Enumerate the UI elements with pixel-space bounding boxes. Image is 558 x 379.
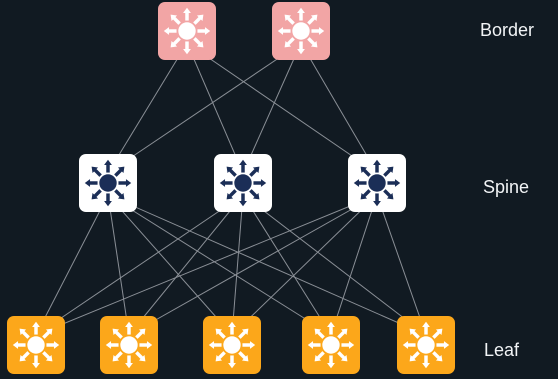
link-spine-3-leaf-2 (128, 194, 378, 336)
link-border-2-spine-3 (300, 42, 378, 174)
link-spine-3-leaf-1 (35, 194, 378, 336)
spine-switch-1-icon (79, 154, 137, 212)
link-spine-3-leaf-4 (330, 194, 378, 336)
tier-label-leaf: Leaf (484, 340, 520, 360)
border-switch-2-icon (272, 2, 330, 60)
link-spine-3-leaf-3 (231, 194, 378, 336)
nodes-layer (7, 2, 455, 374)
links-layer (35, 42, 427, 336)
link-border-1-spine-2 (186, 42, 244, 174)
link-border-2-spine-2 (242, 42, 302, 174)
link-spine-2-leaf-1 (35, 194, 244, 336)
tier-label-border: Border (480, 20, 535, 40)
border-switch-1-icon (158, 2, 216, 60)
leaf-switch-3-icon (203, 316, 261, 374)
link-spine-2-leaf-5 (242, 194, 427, 336)
link-spine-2-leaf-4 (242, 194, 332, 336)
link-border-1-spine-1 (107, 42, 188, 174)
link-spine-1-leaf-1 (35, 194, 109, 336)
leaf-switch-1-icon (7, 316, 65, 374)
spine-switch-2-icon (214, 154, 272, 212)
link-spine-2-leaf-2 (128, 194, 244, 336)
tier-label-spine: Spine (483, 177, 530, 197)
link-spine-3-leaf-5 (376, 194, 427, 336)
link-spine-1-leaf-4 (107, 194, 332, 336)
leaf-switch-4-icon (302, 316, 360, 374)
leaf-switch-5-icon (397, 316, 455, 374)
link-spine-1-leaf-2 (107, 194, 130, 336)
link-spine-2-leaf-3 (231, 194, 244, 336)
spine-switch-3-icon (348, 154, 406, 212)
link-spine-1-leaf-3 (107, 194, 233, 336)
link-spine-1-leaf-5 (107, 194, 427, 336)
link-border-1-spine-3 (186, 42, 378, 174)
link-border-2-spine-1 (107, 42, 302, 174)
leaf-switch-2-icon (100, 316, 158, 374)
